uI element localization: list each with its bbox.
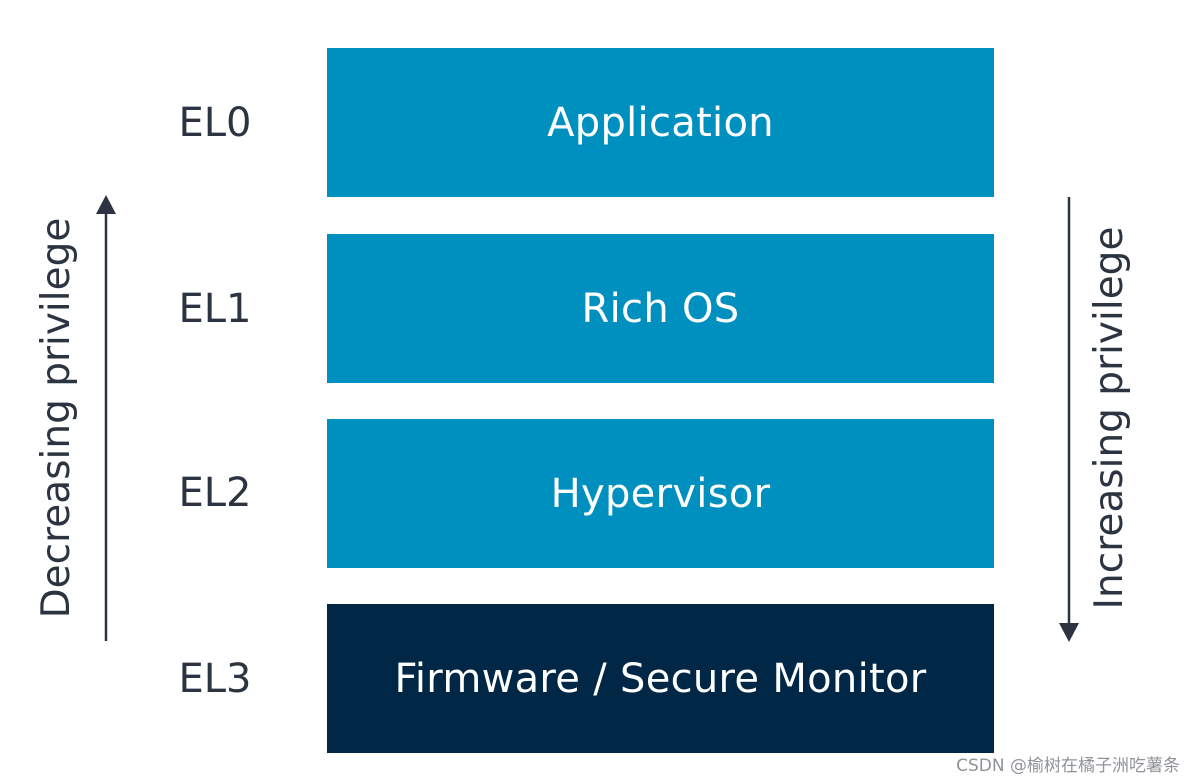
increasing-privilege-label: Increasing privilege: [1087, 226, 1132, 610]
down-arrow-icon: [1059, 197, 1079, 642]
block-rich-os-label: Rich OS: [581, 285, 740, 332]
watermark-text: CSDN @榆树在橘子洲吃薯条: [956, 756, 1180, 776]
level-label-el0: EL0: [178, 100, 252, 146]
block-firmware-label: Firmware / Secure Monitor: [394, 655, 927, 702]
level-label-el1: EL1: [178, 286, 252, 332]
level-label-el2: EL2: [178, 470, 252, 516]
up-arrow-icon: [96, 195, 116, 641]
block-application: Application: [327, 48, 994, 197]
level-label-el3: EL3: [178, 656, 252, 702]
block-hypervisor: Hypervisor: [327, 419, 994, 568]
block-application-label: Application: [547, 99, 774, 146]
decreasing-privilege-label: Decreasing privilege: [34, 217, 79, 619]
block-firmware-secure-monitor: Firmware / Secure Monitor: [327, 604, 994, 753]
block-rich-os: Rich OS: [327, 234, 994, 383]
block-hypervisor-label: Hypervisor: [550, 470, 771, 517]
